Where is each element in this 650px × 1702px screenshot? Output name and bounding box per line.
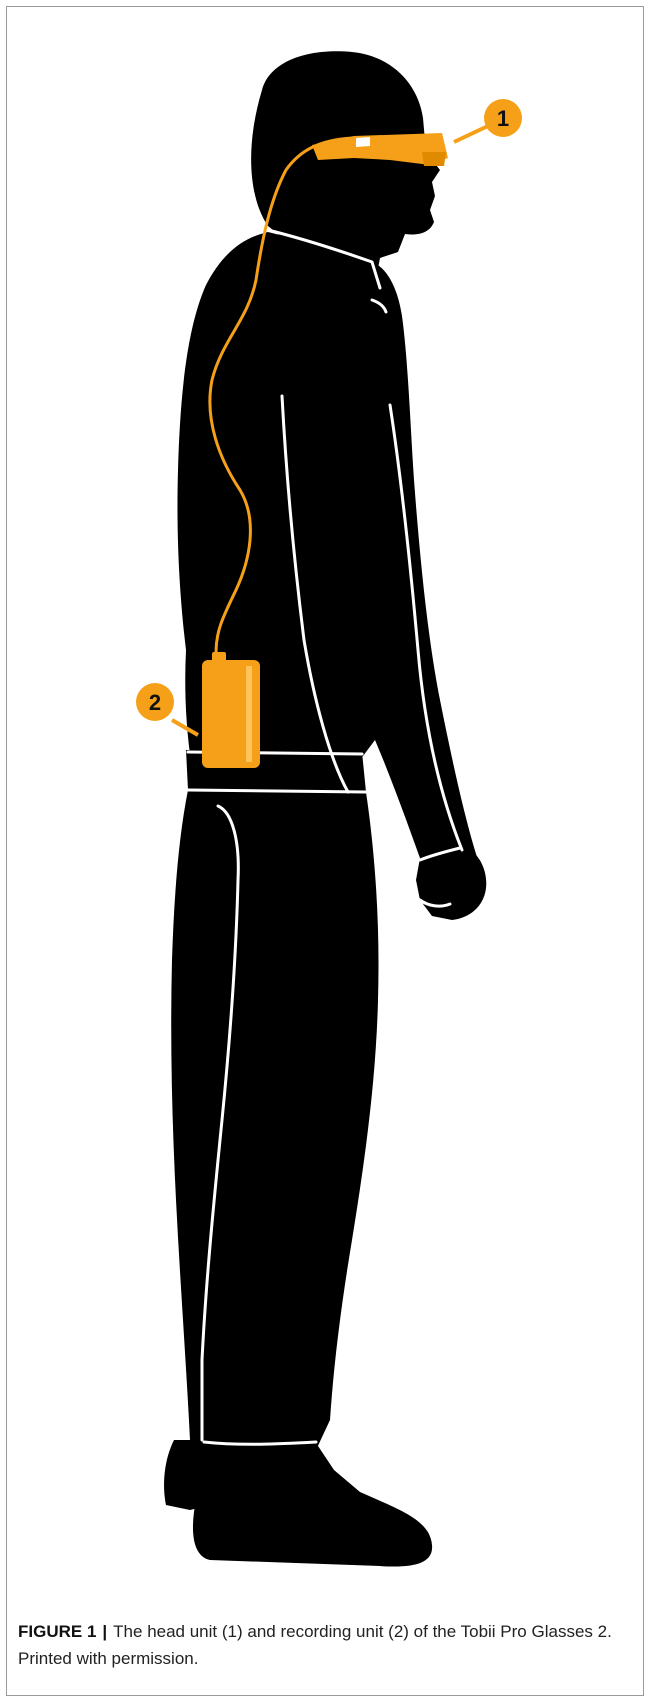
callout-1: 1	[454, 99, 522, 142]
caption-separator: |	[102, 1622, 107, 1641]
callout-2-number: 2	[149, 690, 161, 715]
callout-1-number: 1	[497, 106, 509, 131]
figure-label: FIGURE 1	[18, 1622, 96, 1641]
figure-caption: FIGURE 1 |The head unit (1) and recording…	[18, 1618, 628, 1672]
caption-text: The head unit (1) and recording unit (2)…	[18, 1622, 612, 1668]
person-silhouette	[164, 51, 486, 1566]
recording-unit	[202, 652, 260, 768]
shoe-shape	[193, 1446, 432, 1567]
